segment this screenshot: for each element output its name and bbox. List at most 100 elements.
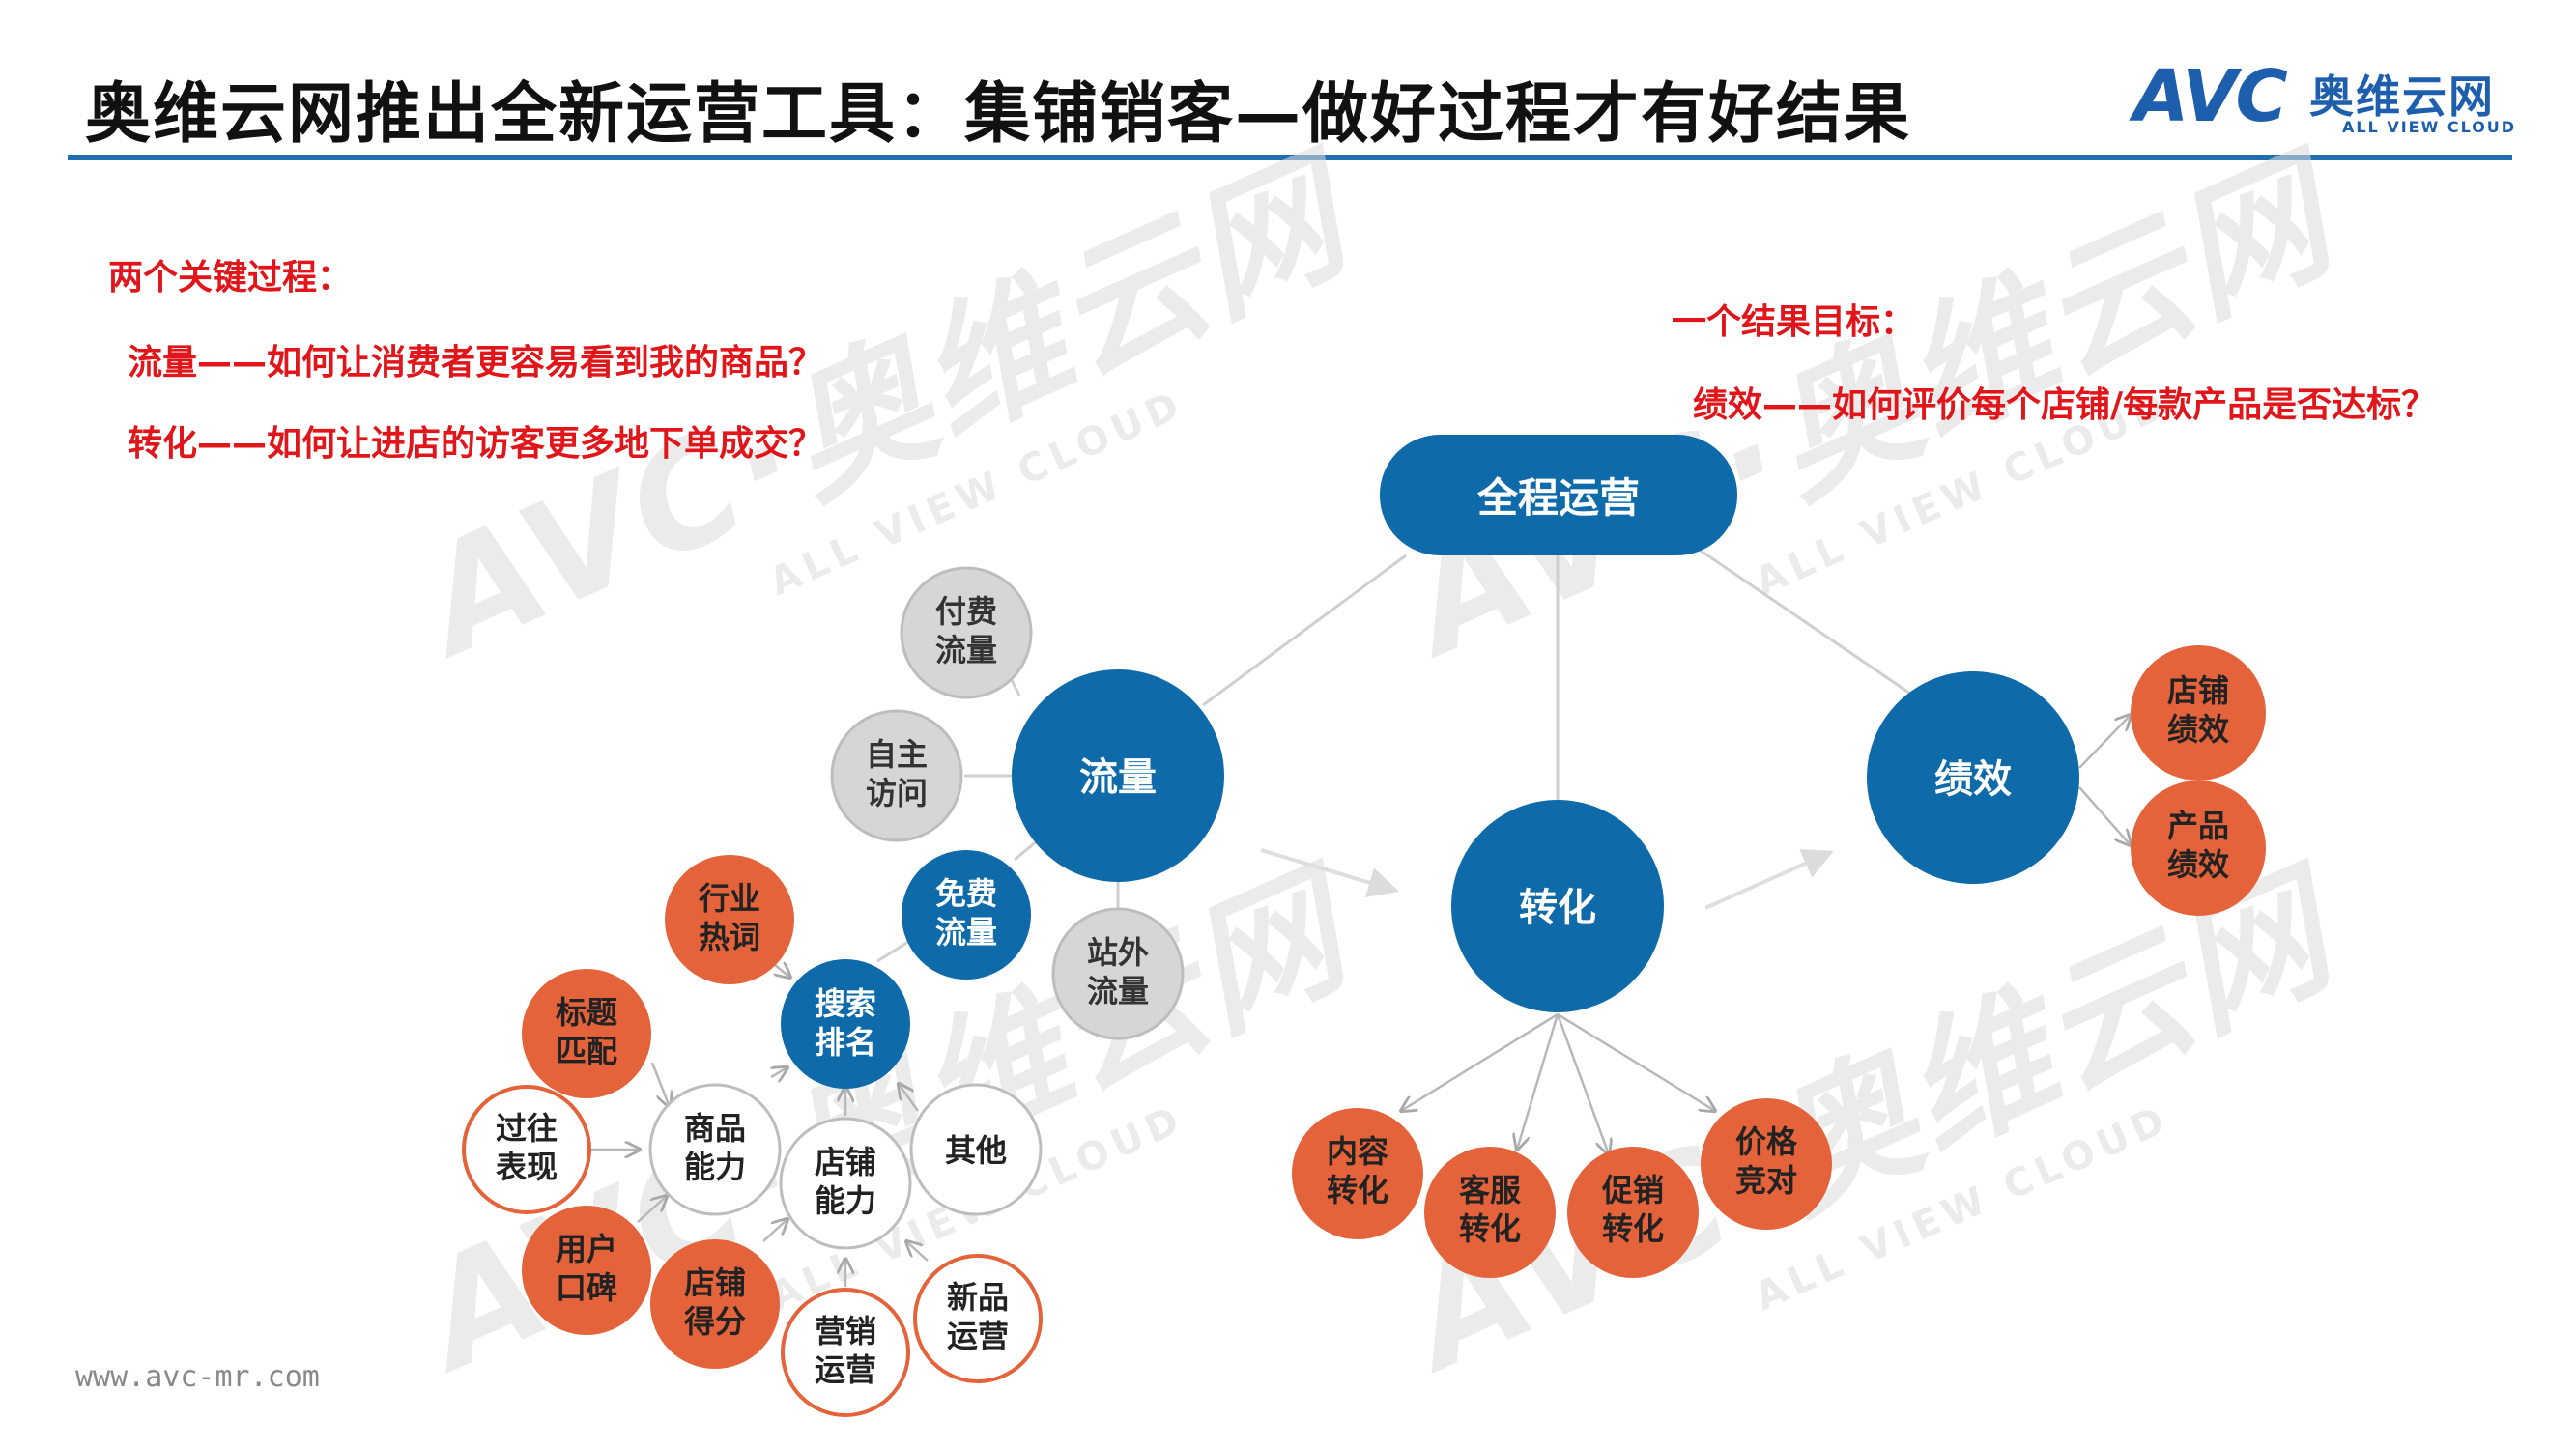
- traffic-node-shape: [1012, 669, 1224, 882]
- spoke-service: [1517, 1013, 1560, 1150]
- conversion-question: 转化——如何让进店的访客更多地下单成交？: [128, 424, 824, 464]
- marketing-line2: 运营: [815, 1351, 876, 1388]
- conversion-node: 转化: [1451, 800, 1664, 1012]
- price-competition-shape: [1701, 1098, 1832, 1230]
- user-reputation-line2: 口碑: [556, 1269, 617, 1306]
- free-traffic-line2: 流量: [935, 914, 997, 951]
- title-match-line2: 匹配: [556, 1033, 617, 1069]
- industry-keywords-line1: 行业: [699, 880, 760, 917]
- store-score-line2: 得分: [684, 1303, 746, 1340]
- title-match-shape: [522, 969, 651, 1098]
- right-heading: 一个结果目标：: [1672, 302, 1916, 342]
- free-traffic-node: 免费 流量: [902, 850, 1031, 980]
- connector-root-traffic: [1202, 554, 1407, 707]
- store-score-shape: [650, 1239, 780, 1369]
- industry-keywords-node: 行业 热词: [665, 855, 794, 984]
- paid-traffic-line1: 付费: [935, 593, 997, 630]
- promo-conversion-node: 促销 转化: [1567, 1147, 1699, 1278]
- new-product-line1: 新品: [947, 1279, 1009, 1316]
- content-conversion-shape: [1292, 1108, 1423, 1239]
- website-url: www.avc-mr.com: [75, 1360, 320, 1394]
- new-product-line2: 运营: [947, 1318, 1009, 1354]
- other-shape: [909, 1083, 1043, 1216]
- performance-question: 绩效——如何评价每个店铺/每款产品是否达标？: [1693, 385, 2437, 425]
- service-conversion-node: 客服 转化: [1424, 1147, 1556, 1278]
- avc-logo: AVC 奥维云网 ALL VIEW CLOUD: [2133, 58, 2520, 145]
- performance-node-label: 绩效: [1934, 757, 2012, 802]
- connectors: [876, 549, 1914, 963]
- spoke-price: [1557, 1012, 1715, 1111]
- root-node-shape: [1380, 435, 1737, 555]
- promo-conversion-line2: 转化: [1602, 1210, 1664, 1247]
- product-ability-line1: 商品: [684, 1110, 746, 1147]
- store-performance-line2: 绩效: [2167, 711, 2229, 748]
- performance-node: 绩效: [1867, 671, 2079, 884]
- marketing-line1: 营销: [815, 1313, 876, 1350]
- paid-traffic-line2: 流量: [935, 632, 997, 668]
- paid-traffic-shape: [900, 566, 1033, 699]
- arrow-title-product: [650, 1062, 670, 1107]
- other-node: 其他: [909, 1083, 1043, 1216]
- store-performance-line1: 店铺: [2167, 672, 2229, 709]
- product-ability-line2: 能力: [684, 1149, 746, 1185]
- spoke-content: [1401, 1012, 1559, 1111]
- product-performance-line1: 产品: [2167, 808, 2229, 844]
- title-divider: [68, 155, 2512, 160]
- search-ranking-line1: 搜索: [815, 985, 876, 1022]
- product-performance-line2: 绩效: [2167, 846, 2229, 883]
- conversion-node-shape: [1451, 800, 1664, 1012]
- left-heading: 两个关键过程：: [108, 258, 353, 298]
- service-conversion-shape: [1424, 1147, 1556, 1278]
- service-conversion-line2: 转化: [1459, 1210, 1521, 1247]
- page-title: 奥维云网推出全新运营工具：集铺销客—做好过程才有好结果: [85, 76, 1912, 153]
- new-product-shape: [913, 1254, 1043, 1383]
- marketing-shape: [781, 1288, 910, 1417]
- spoke-product-perf: [2078, 786, 2131, 845]
- offsite-traffic-line1: 站外: [1087, 934, 1149, 971]
- flow-arrow-conversion-performance: [1704, 849, 1834, 910]
- past-performance-shape: [462, 1085, 591, 1214]
- connector-free-search: [876, 940, 909, 963]
- logo-mark: AVC: [2133, 55, 2288, 138]
- promo-conversion-line1: 促销: [1601, 1172, 1664, 1208]
- arrow-other-search: [899, 1084, 920, 1112]
- industry-keywords-line2: 热词: [699, 919, 760, 955]
- traffic-node: 流量: [1012, 669, 1224, 882]
- self-visit-line1: 自主: [866, 736, 928, 773]
- arrow-score-store: [762, 1219, 787, 1242]
- content-conversion-line2: 转化: [1327, 1172, 1388, 1208]
- logo-english-name: ALL VIEW CLOUD: [2342, 118, 2517, 136]
- user-reputation-line1: 用户: [556, 1231, 617, 1267]
- past-performance-node: 过往 表现: [462, 1085, 591, 1214]
- offsite-traffic-line2: 流量: [1087, 973, 1149, 1009]
- service-conversion-line1: 客服: [1459, 1172, 1521, 1208]
- self-visit-node: 自主 访问: [830, 709, 963, 842]
- conversion-spokes: [1401, 1012, 1715, 1154]
- performance-spokes: [2078, 715, 2131, 845]
- performance-node-shape: [1867, 671, 2079, 884]
- title-match-node: 标题 匹配: [522, 969, 651, 1098]
- conversion-node-label: 转化: [1519, 886, 1596, 930]
- store-ability-shape: [779, 1117, 912, 1250]
- search-ranking-node: 搜索 排名: [781, 959, 910, 1089]
- arrow-newproduct-store: [906, 1241, 929, 1262]
- product-ability-node: 商品 能力: [648, 1083, 782, 1216]
- free-traffic-line1: 免费: [935, 875, 997, 912]
- root-node-label: 全程运营: [1476, 474, 1640, 522]
- arrow-reputation-product: [637, 1196, 667, 1223]
- content-conversion-line1: 内容: [1327, 1133, 1388, 1170]
- free-traffic-shape: [902, 850, 1031, 980]
- price-competition-line1: 价格: [1735, 1123, 1798, 1160]
- product-performance-node: 产品 绩效: [2131, 781, 2266, 916]
- self-visit-shape: [830, 709, 963, 842]
- price-competition-node: 价格 竞对: [1701, 1098, 1832, 1230]
- search-ranking-shape: [781, 959, 910, 1089]
- price-competition-line2: 竞对: [1735, 1162, 1797, 1199]
- traffic-node-label: 流量: [1079, 755, 1157, 800]
- store-ability-line2: 能力: [815, 1182, 876, 1219]
- promo-conversion-shape: [1567, 1147, 1699, 1278]
- root-node: 全程运营: [1380, 435, 1737, 555]
- product-performance-shape: [2131, 781, 2266, 916]
- connector-root-performance: [1700, 549, 1914, 697]
